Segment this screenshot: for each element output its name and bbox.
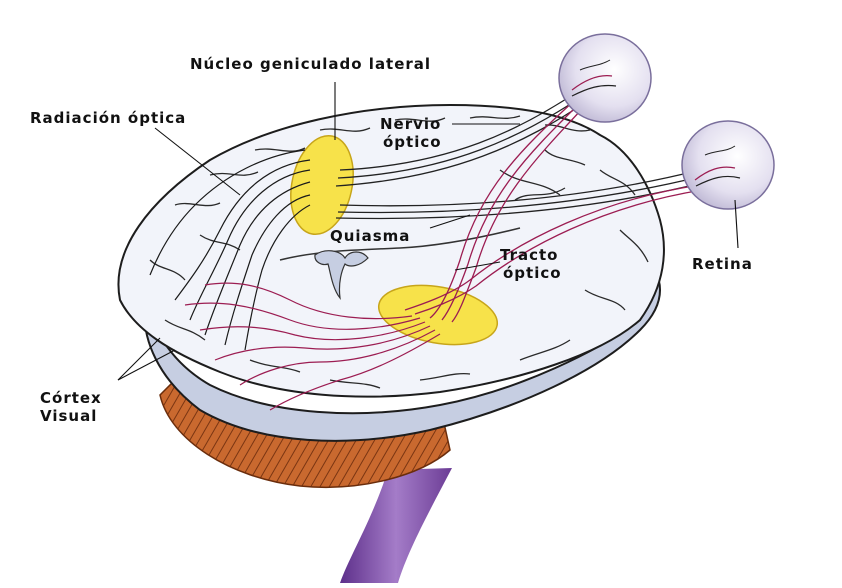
brain-surface xyxy=(117,103,665,398)
label-nervio-line1: Nervio xyxy=(380,115,442,133)
label-radiacion-optica: Radiación óptica xyxy=(30,109,187,127)
visual-radiation-fibers xyxy=(184,282,441,411)
label-quiasma: Quiasma xyxy=(330,227,411,245)
label-tracto-line1: Tracto xyxy=(500,246,559,264)
label-cortex-line2: Visual xyxy=(40,407,98,425)
optic-tract xyxy=(404,99,703,323)
label-tracto-line2: óptico xyxy=(503,264,562,282)
label-nervio-line2: óptico xyxy=(383,133,442,151)
ventricle xyxy=(314,250,369,301)
label-nucleo-geniculado: Núcleo geniculado lateral xyxy=(190,55,432,73)
optic-radiation-upper xyxy=(149,149,311,351)
label-retina: Retina xyxy=(692,255,753,273)
lgn-lower xyxy=(377,284,499,346)
brain-rim xyxy=(143,267,661,442)
brainstem xyxy=(340,468,452,583)
label-cortex-line1: Córtex xyxy=(40,389,102,407)
leader-lines xyxy=(117,82,739,381)
eye-right xyxy=(681,120,775,210)
eye-top xyxy=(558,33,652,123)
